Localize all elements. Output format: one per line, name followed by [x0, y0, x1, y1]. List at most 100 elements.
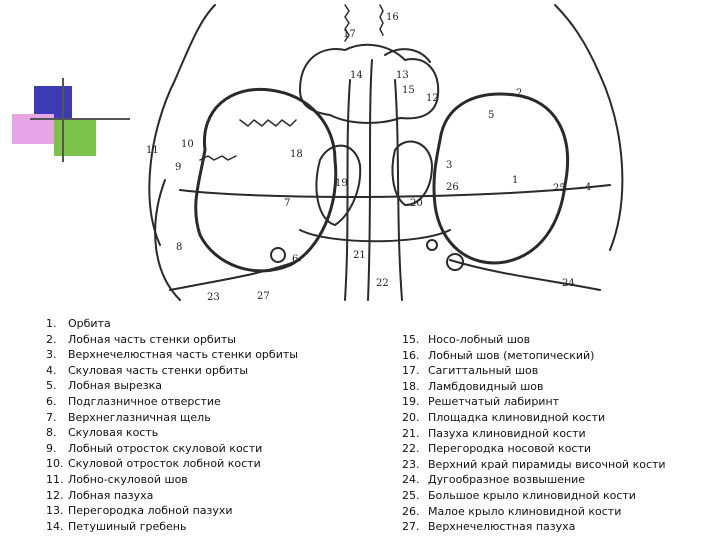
diagram-label: 23 — [207, 292, 220, 303]
legend-item-text: Перегородка носовой кости — [428, 442, 592, 456]
legend-item: 24.Дугообразное возвышение — [402, 472, 666, 488]
legend-item-text: Скуловая часть стенки орбиты — [68, 363, 249, 377]
legend-item-number: 16. — [402, 348, 420, 362]
petrous-ridge-left — [169, 259, 301, 291]
legend-item-number: 7. — [46, 410, 57, 424]
legend-item-text: Перегородка лобной пазухи — [68, 504, 233, 518]
legend-item-number: 22. — [402, 442, 420, 456]
sagittal-suture — [344, 4, 350, 42]
legend-item-number: 27. — [402, 520, 420, 534]
legend-item-number: 19. — [402, 395, 420, 409]
legend-item: 12.Лобная пазуха — [46, 488, 298, 504]
diagram-label: 25 — [553, 183, 566, 194]
legend-item-text: Решетчатый лабиринт — [428, 395, 560, 409]
legend-item: 1. Орбита — [46, 316, 298, 332]
legend-item-number: 10. — [46, 457, 64, 471]
diagram-label: 19 — [335, 178, 348, 189]
legend-item-number: 24. — [402, 473, 420, 487]
lambdoid-suture — [239, 119, 297, 127]
legend-item-text: Орбита — [68, 317, 111, 330]
legend-item-text: Лобный шов (метопический) — [428, 348, 595, 362]
legend-item: 14. Петушиный гребень — [46, 519, 298, 535]
diagram-label: 24 — [562, 278, 575, 289]
legend-item: 19. Решетчатый лабиринт — [402, 394, 666, 410]
skull-outline — [148, 4, 216, 246]
legend-item: 18.Ламбдовидный шов — [402, 379, 666, 395]
frontal-sinus-right — [384, 48, 431, 63]
legend-item: 26.Малое крыло клиновидной кости — [402, 504, 666, 520]
legend-item-text: Петушиный гребень — [68, 519, 187, 533]
skull-xray-diagram: 1234567891011121314151617181920212223242… — [146, 4, 624, 303]
legend-item-number: 1. — [46, 317, 57, 330]
diagram-label: 6 — [292, 254, 298, 265]
diagram-label: 18 — [290, 149, 303, 160]
legend-item: 17.Сагиттальный шов — [402, 363, 666, 379]
diagram-label: 1 — [512, 175, 518, 186]
legend-item-number: 20. — [402, 410, 420, 424]
legend-item-number: 17. — [402, 364, 420, 378]
legend-item: 3. Верхнечелюстная часть стенки орбиты — [46, 347, 298, 363]
greater-wing-line — [179, 184, 611, 198]
infraorbital-foramen-left — [270, 247, 286, 263]
diagram-label: 17 — [343, 29, 356, 40]
legend-item-number: 6. — [46, 394, 57, 408]
diagram-label: 11 — [146, 145, 159, 156]
legend-item-text: Верхнечелюстная часть стенки орбиты — [68, 348, 298, 362]
diagram-label: 26 — [446, 182, 459, 193]
legend-item-number: 25. — [402, 488, 420, 502]
legend-item: 11.Лобно-скуловой шов — [46, 472, 298, 488]
legend-item-number: 14. — [46, 519, 64, 533]
diagram-label: 20 — [410, 198, 423, 209]
legend-item: 8.Скуловая кость — [46, 425, 298, 441]
legend-item: 23. Верхний край пирамиды височной кости — [402, 457, 666, 473]
horizontal-line-decoration — [30, 118, 130, 120]
diagram-label: 5 — [488, 110, 494, 121]
frontal-sinus — [299, 43, 440, 124]
legend-item-text: Ламбдовидный шов — [428, 379, 544, 393]
legend-item-number: 9. — [46, 441, 57, 455]
foramen-small-right — [426, 239, 438, 251]
legend-item-text: Носо-лобный шов — [428, 333, 531, 346]
legend-item: 10.Скуловой отросток лобной кости — [46, 456, 298, 472]
legend-item-number: 13. — [46, 504, 64, 518]
legend-item-text: Верхнеглазничная щель — [68, 410, 211, 424]
left-orbit — [194, 87, 338, 273]
petrous-ridge-right — [449, 259, 601, 291]
legend-item-number: 12. — [46, 488, 64, 502]
central-line-left — [344, 79, 351, 301]
legend-right: 15. Носо-лобный шов 16. Лобный шов (метопич… — [402, 332, 666, 535]
legend-item-number: 23. — [402, 457, 420, 471]
legend-item: 27.Верхнечелюстная пазуха — [402, 519, 666, 535]
legend-item-text: Подглазничное отверстие — [68, 394, 221, 408]
central-line-right — [394, 79, 403, 301]
legend-item-text: Верхний край пирамиды височной кости — [428, 457, 666, 471]
legend-item-number: 4. — [46, 363, 57, 377]
infraorbital-foramen-right — [446, 253, 464, 271]
diagram-label: 27 — [257, 291, 270, 302]
legend-item: 9.Лобный отросток скуловой кости — [46, 441, 298, 457]
legend-item: 25. Большое крыло клиновидной кости — [402, 488, 666, 504]
legend-item: 13. Перегородка лобной пазухи — [46, 503, 298, 519]
legend-item-number: 26. — [402, 504, 420, 518]
legend-item-number: 21. — [402, 426, 420, 440]
diagram-label: 15 — [402, 85, 415, 96]
legend-item: 7. Верхнеглазничная щель — [46, 410, 298, 426]
diagram-label: 3 — [446, 160, 452, 171]
nasal-septum — [367, 59, 373, 301]
diagram-label: 22 — [376, 278, 389, 289]
legend-item: 5.Лобная вырезка — [46, 378, 298, 394]
legend-item: 2.Лобная часть стенки орбиты — [46, 332, 298, 348]
legend-item: 6. Подглазничное отверстие — [46, 394, 298, 410]
legend-item-number: 2. — [46, 332, 57, 346]
legend-item: 22. Перегородка носовой кости — [402, 441, 666, 457]
diagram-label: 16 — [386, 12, 399, 23]
legend-item-number: 3. — [46, 348, 57, 362]
diagram-label: 9 — [175, 162, 181, 173]
legend-item-text: Лобно-скуловой шов — [68, 472, 188, 486]
legend-item-number: 5. — [46, 379, 57, 393]
legend-item-number: 15. — [402, 333, 420, 346]
right-orbit — [432, 92, 570, 265]
legend-item-text: Большое крыло клиновидной кости — [428, 488, 636, 502]
legend-item: 20.Площадка клиновидной кости — [402, 410, 666, 426]
